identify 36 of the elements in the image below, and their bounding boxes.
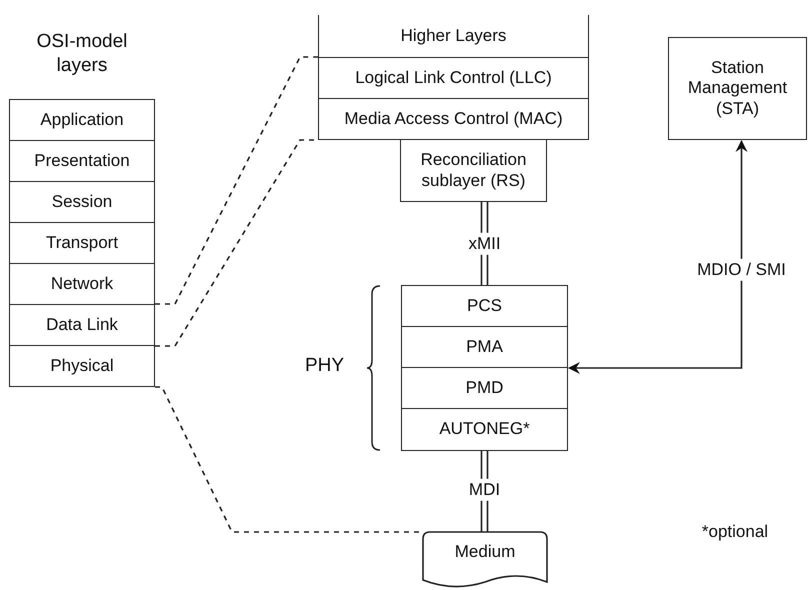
group-label: PHY <box>305 355 344 378</box>
layer-box <box>668 37 807 140</box>
layer-box <box>318 15 589 59</box>
layer-label: PMD <box>464 378 504 398</box>
layer-label: Station Management (STA) <box>686 58 788 120</box>
dashed-line <box>155 56 318 305</box>
layer-label: Network <box>50 274 114 294</box>
layer-label: Transport <box>44 232 120 254</box>
layer-label: Application <box>39 110 125 130</box>
layer-box <box>9 140 155 182</box>
dashed-line <box>155 386 422 533</box>
layer-label: Logical Link Control (LLC) <box>354 68 553 88</box>
layer-box <box>9 304 155 346</box>
layer-label: PCS <box>466 296 503 316</box>
layer-box <box>318 57 589 99</box>
layer-label: Reconciliation sublayer (RS) <box>420 150 528 191</box>
layer-box <box>318 98 589 140</box>
layer-box <box>9 181 155 223</box>
arrow <box>568 140 748 374</box>
layer-label: Medium <box>454 542 516 562</box>
layer-label: PMA <box>465 336 504 358</box>
layer-box <box>9 263 155 305</box>
stack-heading: OSI-model layers <box>36 30 128 78</box>
layer-label: Physical <box>49 356 115 376</box>
layer-label: Media Access Control (MAC) <box>343 108 564 130</box>
layer-label: AUTONEG* <box>438 418 531 440</box>
layer-label: Higher Layers <box>400 26 508 47</box>
layer-box <box>400 139 547 202</box>
layer-label: Session <box>50 192 114 212</box>
footnote: *optional <box>700 521 770 542</box>
layer-box <box>9 222 155 264</box>
layer-label: Data Link <box>45 314 119 336</box>
layer-box <box>9 345 155 387</box>
layer-label: Presentation <box>33 150 131 172</box>
layer-box <box>9 99 155 141</box>
medium-shape <box>422 531 548 588</box>
